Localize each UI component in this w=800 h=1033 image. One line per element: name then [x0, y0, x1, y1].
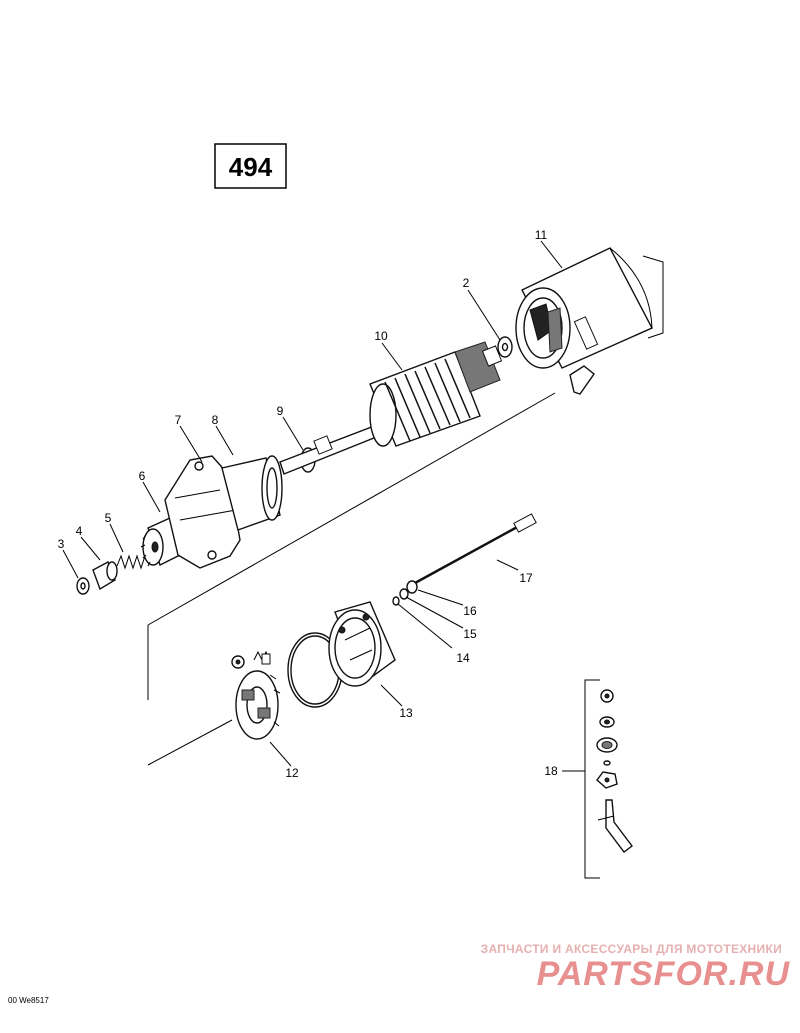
assembly-bracket-lines	[147, 255, 664, 879]
page-number-box: 494	[214, 143, 287, 189]
part-3-washer	[76, 577, 90, 595]
leader-lines	[62, 240, 563, 767]
callout-12: 12	[285, 766, 299, 780]
armature-shaft	[279, 419, 395, 475]
watermark-brand: PARTSFOR.RU	[537, 955, 791, 993]
part-12-brush-plate	[231, 650, 281, 740]
page-number: 494	[229, 152, 273, 182]
part-6-pinion	[140, 517, 183, 567]
brush-part	[569, 365, 595, 395]
part-10-armature	[369, 341, 503, 447]
part-7-drive-housing	[164, 455, 241, 569]
callout-6: 6	[139, 469, 146, 483]
callout-10: 10	[374, 329, 388, 343]
callout-5: 5	[105, 511, 112, 525]
part-5-spring	[116, 554, 146, 570]
watermark: ЗАПЧАСТИ И АКСЕССУАРЫ ДЛЯ МОТОТЕХНИКИ PA…	[481, 942, 791, 993]
watermark-tagline: ЗАПЧАСТИ И АКСЕССУАРЫ ДЛЯ МОТОТЕХНИКИ	[481, 942, 782, 956]
part-18-hardware-kit	[596, 689, 633, 853]
callout-9: 9	[277, 404, 284, 418]
o-ring	[287, 632, 343, 708]
callout-2: 2	[463, 276, 470, 290]
callout-15: 15	[463, 627, 477, 641]
part-4-collar	[92, 561, 118, 591]
callouts: 2 3 4 5 6 7 8 9 10 11 12 13 14 15 16 17 …	[58, 228, 558, 780]
part-8-housing-ring	[221, 455, 283, 531]
callout-11: 11	[535, 228, 548, 242]
callout-8: 8	[212, 413, 219, 427]
callout-4: 4	[76, 524, 83, 538]
part-17-through-bolt	[414, 513, 537, 585]
part-16-washer	[406, 580, 418, 594]
part-14-washer	[392, 596, 400, 606]
callout-14: 14	[456, 651, 470, 665]
callout-17: 17	[519, 571, 533, 585]
reference-code: 00 We8517	[8, 996, 49, 1005]
callout-7: 7	[175, 413, 182, 427]
callout-18: 18	[544, 764, 558, 778]
callout-13: 13	[399, 706, 413, 720]
part-2-washer	[497, 336, 513, 358]
part-11-motor-housing	[515, 247, 653, 369]
callout-3: 3	[58, 537, 65, 551]
part-13-end-cover	[328, 601, 396, 687]
part-15-washer	[399, 588, 409, 600]
callout-16: 16	[463, 604, 477, 618]
